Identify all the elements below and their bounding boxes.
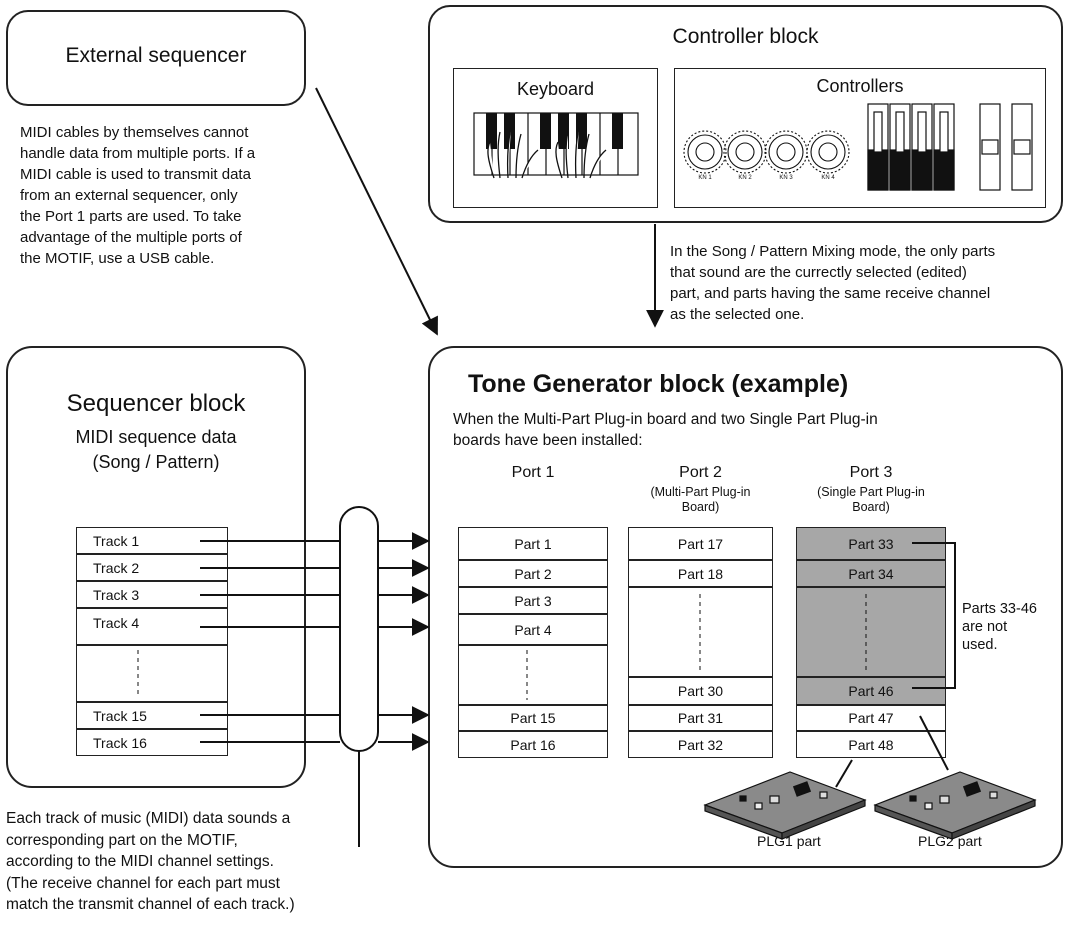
part-cell: Part 2 — [458, 560, 608, 587]
part-cell: Part 30 — [628, 677, 773, 705]
part-gap — [458, 645, 608, 705]
track-row: Track 16 — [76, 729, 228, 756]
part-gap-unused — [796, 587, 946, 677]
port-3-label: Port 3 — [849, 464, 893, 481]
part-cell: Part 1 — [458, 527, 608, 560]
sequencer-subtitle-1: MIDI sequence data — [75, 427, 237, 447]
sequencer-block-title: Sequencer block — [66, 390, 246, 417]
controller-mixing-note: In the Song / Pattern Mixing mode, the o… — [670, 243, 996, 323]
part-cell: Part 48 — [796, 731, 946, 758]
part-cell-unused: Part 46 — [796, 677, 946, 705]
knob-labels: KN 1 KN 2 KN 3 KN 4 — [698, 175, 835, 181]
track-gap — [76, 645, 228, 702]
external-sequencer-title: External sequencer — [65, 44, 247, 67]
knob-label: KN 3 — [779, 175, 793, 181]
port-2-sublabel: (Multi-Part Plug-in Board) — [650, 485, 751, 514]
knob-icons — [683, 130, 850, 174]
unused-parts-note: Parts 33-46 are not used. — [962, 601, 1037, 653]
part-cell: Part 16 — [458, 731, 608, 758]
plg2-board-icon — [873, 771, 1037, 840]
slider-icons — [867, 103, 1033, 191]
part-cell: Part 3 — [458, 587, 608, 614]
controllers-panel — [674, 68, 1046, 208]
plg2-label: PLG2 part — [918, 833, 982, 849]
external-sequencer-box — [6, 10, 306, 106]
external-sequencer-note: MIDI cables by themselves cannot handle … — [20, 124, 256, 267]
bottom-note: Each track of music (MIDI) data sounds a… — [6, 810, 295, 913]
midi-cable-capsule — [339, 506, 379, 752]
tone-generator-title: Tone Generator block (example) — [468, 370, 849, 398]
keyboard-label: Keyboard — [516, 79, 595, 99]
part-cell: Part 32 — [628, 731, 773, 758]
tone-generator-description: When the Multi-Part Plug-in board and tw… — [453, 411, 878, 449]
plg1-board-icon — [703, 771, 867, 840]
part-cell-unused: Part 34 — [796, 560, 946, 587]
part-cell: Part 31 — [628, 705, 773, 731]
port-1-label: Port 1 — [511, 464, 555, 481]
knob-label: KN 1 — [698, 175, 712, 181]
part-cell: Part 15 — [458, 705, 608, 731]
plg1-label: PLG1 part — [757, 833, 821, 849]
knob-label: KN 4 — [821, 175, 835, 181]
controllers-label: Controllers — [816, 76, 904, 96]
sequencer-subtitle-2: (Song / Pattern) — [92, 452, 220, 472]
port-2-label: Port 2 — [679, 464, 722, 481]
port-3-sublabel: (Single Part Plug-in Board) — [817, 485, 925, 514]
part-cell: Part 4 — [458, 614, 608, 645]
controller-block-title: Controller block — [672, 25, 819, 48]
part-cell: Part 18 — [628, 560, 773, 587]
part-cell: Part 17 — [628, 527, 773, 560]
knob-label: KN 2 — [738, 175, 752, 181]
keyboard-icon — [473, 112, 639, 179]
keyboard-panel — [453, 68, 658, 208]
